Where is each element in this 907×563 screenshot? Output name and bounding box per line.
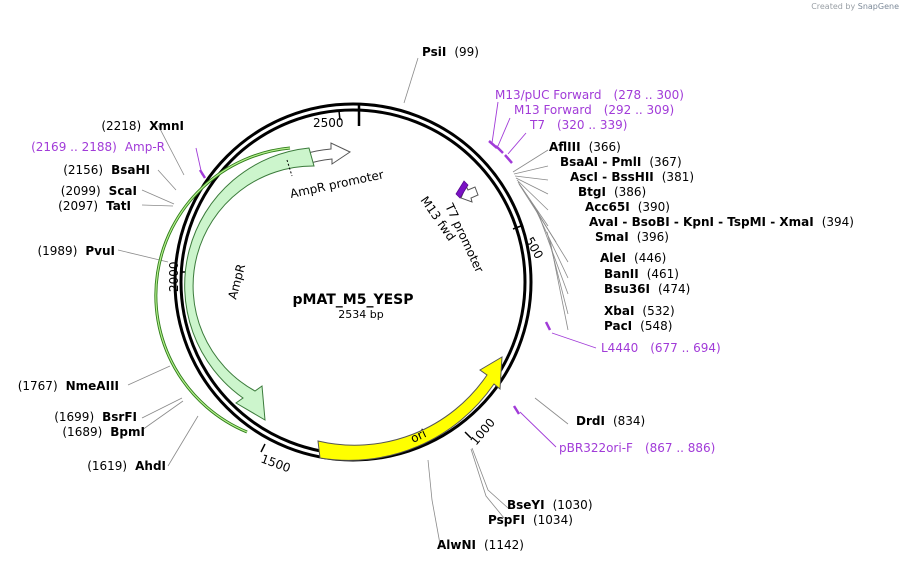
plasmid-name: pMAT_M5_YESP <box>293 292 414 308</box>
snapgene-credit: Created by SnapGene <box>811 2 899 11</box>
enzyme-smai: SmaI(396) <box>595 230 669 244</box>
enzyme-paci: PacI(548) <box>604 319 672 333</box>
ampr-strand-highlight <box>155 147 291 433</box>
enzyme-nmeaiii: (1767)NmeAIII <box>18 379 119 393</box>
enzyme-psii: PsiI(99) <box>422 45 479 59</box>
enzyme-avai-group: AvaI - BsoBI - KpnI - TspMI - XmaI(394) <box>589 215 854 229</box>
enzyme-alei: AleI(446) <box>600 251 666 265</box>
plasmid-size: 2534 bp <box>338 308 383 321</box>
enzyme-asci-bsshii: AscI - BssHII(381) <box>570 170 694 184</box>
primer-l4440: L4440(677 .. 694) <box>601 341 721 355</box>
tick-label-500: 500 <box>522 235 546 262</box>
tick-label-2000: 2000 <box>167 261 181 292</box>
tick-label-2500: 2500 <box>313 116 344 130</box>
enzyme-banii: BanII(461) <box>604 267 679 281</box>
ampr-boundary-marker <box>286 159 293 177</box>
enzyme-bsrfi: (1699)BsrFI <box>54 410 137 424</box>
leader-lines <box>117 57 569 545</box>
enzyme-bsaai-pmli: BsaAI - PmlI(367) <box>560 155 682 169</box>
enzyme-pspfi: PspFI(1034) <box>488 513 573 527</box>
enzyme-pvui: (1989)PvuI <box>37 244 115 258</box>
enzyme-btgi: BtgI(386) <box>578 185 646 199</box>
ampr-arrow <box>184 147 315 421</box>
enzyme-tati: (2097)TatI <box>58 199 131 213</box>
snapgene-logo-text: SnapGene <box>857 2 899 11</box>
credit-prefix: Created by <box>811 2 856 11</box>
ori-label: ori <box>408 426 428 445</box>
enzyme-alwni: AlwNI(1142) <box>437 538 524 552</box>
primer-m13-forward: M13 Forward(292 .. 309) <box>514 103 674 117</box>
enzyme-xmni: (2218)XmnI <box>101 119 184 133</box>
tick-label-1500: 1500 <box>259 452 292 476</box>
enzyme-xbai: XbaI(532) <box>604 304 675 318</box>
primer-leader-lines <box>195 101 597 448</box>
tick-label-1000: 1000 <box>468 416 498 448</box>
enzyme-afliii: AflIII(366) <box>549 140 621 154</box>
primer-t7: T7(320 .. 339) <box>529 118 627 132</box>
ori-arrow <box>317 356 503 461</box>
enzyme-ahdi: (1619)AhdI <box>87 459 166 473</box>
m13-fwd-site <box>455 180 469 199</box>
enzyme-bsahi: (2156)BsaHI <box>63 163 150 177</box>
ampr-promoter-label: AmpR promoter <box>289 167 385 201</box>
primer-pbr322ori-f: pBR322ori-F(867 .. 886) <box>559 441 715 455</box>
ampr-label: AmpR <box>225 263 248 301</box>
enzyme-bseyi: BseYI(1030) <box>507 498 593 512</box>
enzyme-acc65i: Acc65I(390) <box>585 200 670 214</box>
primer-amp-r: (2169 .. 2188)Amp-R <box>31 140 165 154</box>
primer-m13-puc-forward: M13/pUC Forward(278 .. 300) <box>495 88 684 102</box>
enzyme-bpmi: (1689)BpmI <box>62 425 145 439</box>
backbone-outer <box>173 102 533 462</box>
enzyme-scai: (2099)ScaI <box>61 184 137 198</box>
enzyme-bsu36i: Bsu36I(474) <box>604 282 690 296</box>
enzyme-drdi: DrdI(834) <box>576 414 645 428</box>
primer-marks <box>198 140 552 415</box>
